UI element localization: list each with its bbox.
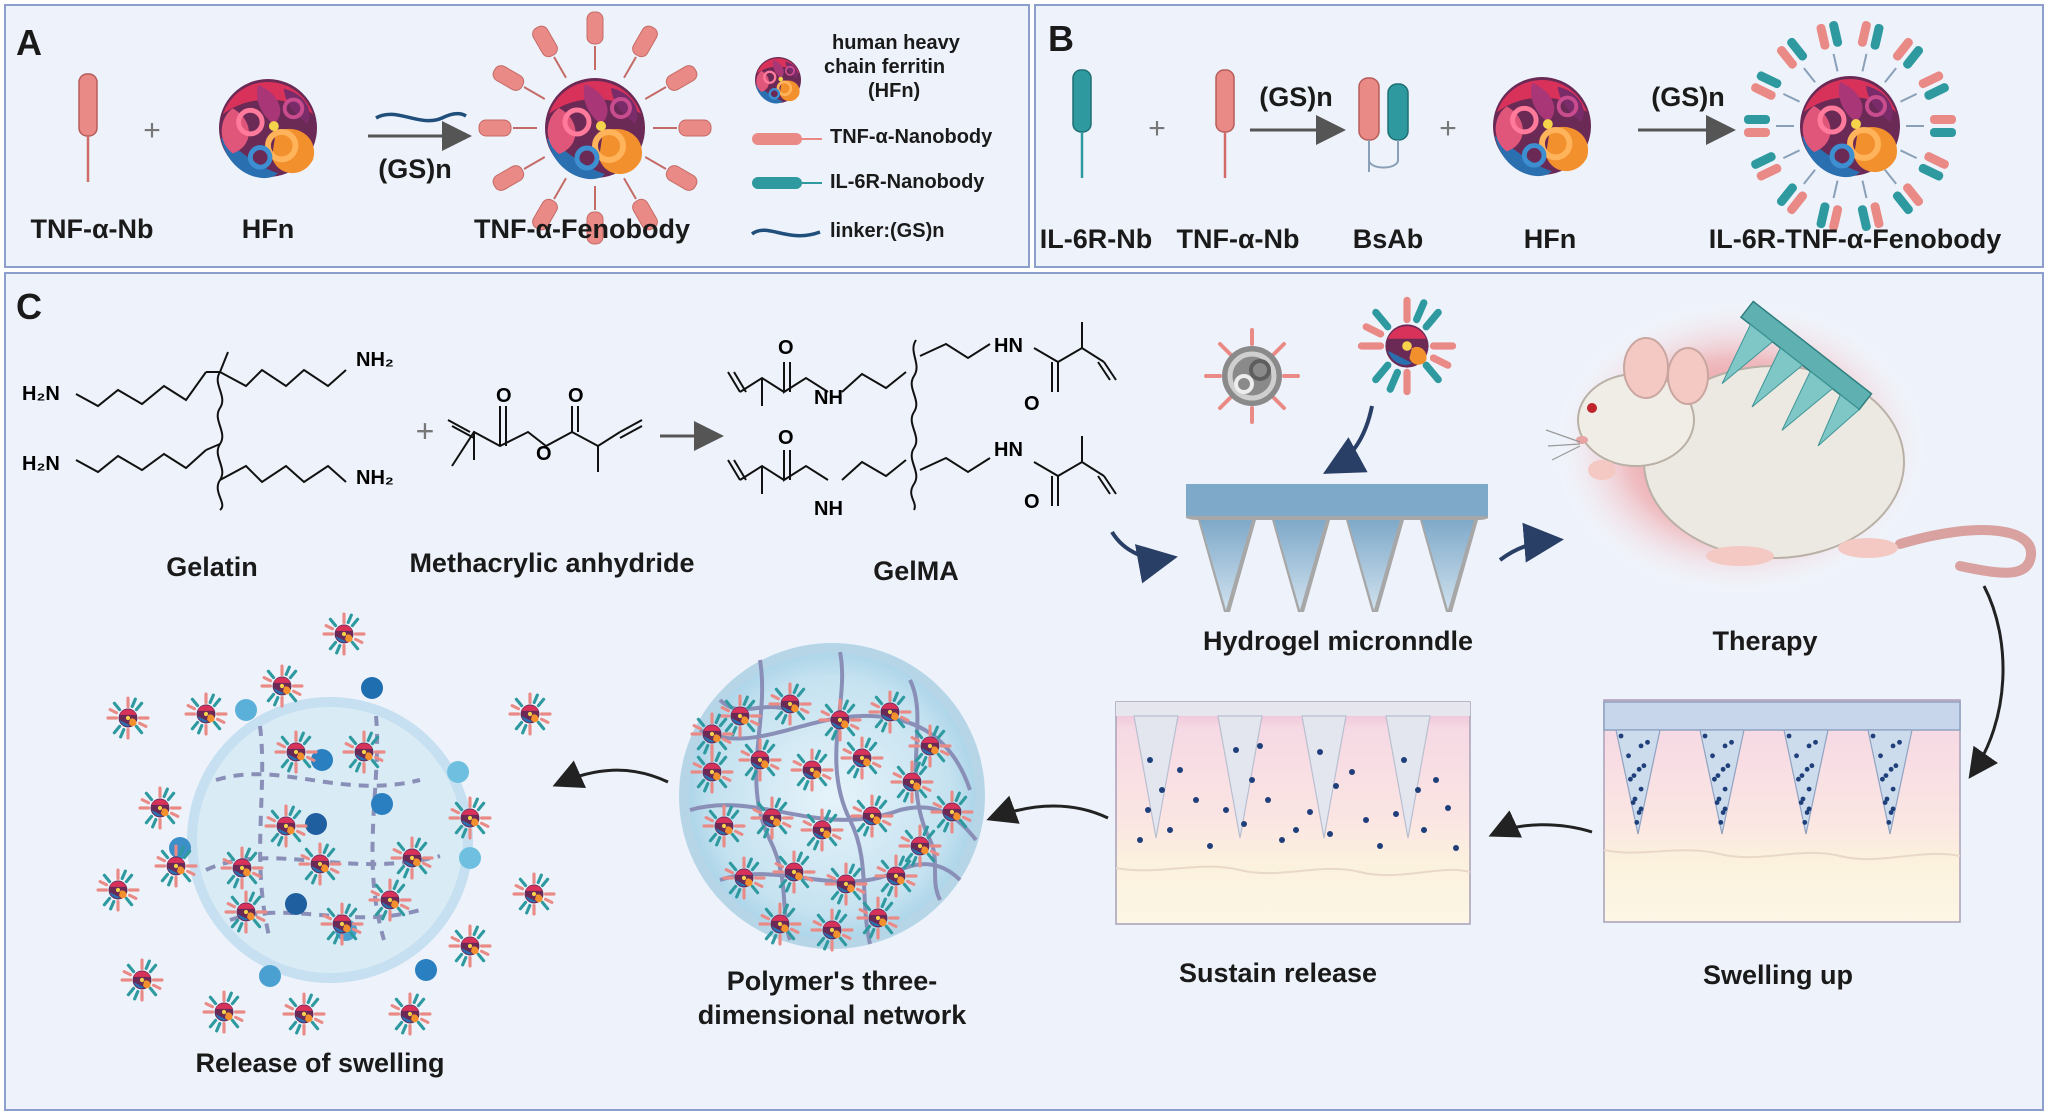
hn-upper: HN	[994, 335, 1023, 357]
label-tnf-fenobody: TNF-α-Fenobody	[473, 214, 691, 244]
h2n-bottom: H₂N	[22, 453, 60, 475]
label-tnf-nb-b: TNF-α-Nb	[1176, 224, 1300, 254]
o-gelma-1: O	[778, 337, 794, 359]
h2n-top: H₂N	[22, 383, 60, 405]
legend-linker-text: linker:(GS)n	[830, 220, 945, 242]
label-methacrylic-anhydride: Methacrylic anhydride	[409, 548, 695, 578]
legend-hfn-line1: human heavy	[832, 32, 960, 54]
panel-c-letter: C	[16, 286, 42, 327]
label-therapy: Therapy	[1712, 626, 1818, 656]
arrow-therapy-to-swelling	[1968, 585, 2005, 779]
gelatin-structure	[75, 351, 347, 511]
label-gelatin: Gelatin	[166, 552, 258, 582]
hydrogel-microneedle-icon	[1186, 484, 1488, 612]
panel-b-letter: B	[1048, 18, 1074, 59]
label-hydrogel-microneedle: Hydrogel micronndle	[1202, 626, 1474, 656]
arrow-to-microneedle	[1110, 530, 1178, 584]
tnf-nanobody-b-icon	[1215, 69, 1235, 178]
label-hfn-a: HFn	[241, 214, 295, 244]
panel-a-letter: A	[16, 22, 42, 63]
panel-b-drawing: + +	[1072, 20, 1956, 232]
tnf-nanobody-icon	[78, 73, 98, 182]
tnf-fenobody-icon	[478, 11, 712, 245]
panel-a	[4, 4, 1030, 268]
plus-sign-b2: +	[1439, 112, 1457, 145]
label-bispecific-fenobody: IL-6R-TNF-α-Fenobody	[1708, 224, 2002, 254]
nh2-bottom: NH₂	[356, 467, 394, 489]
hn-lower: HN	[994, 439, 1023, 461]
nh-upper: NH	[814, 387, 843, 409]
label-network-line1: Polymer's three-	[726, 966, 938, 996]
label-sustain-release: Sustain release	[1178, 958, 1378, 988]
il6r-nanobody-icon	[1072, 69, 1092, 178]
nh2-top: NH₂	[356, 349, 394, 371]
legend-linker-icon	[750, 228, 821, 238]
label-release-of-swelling: Release of swelling	[195, 1048, 445, 1078]
polymer-network-sphere	[679, 643, 985, 950]
swelling-up-illustration	[1603, 699, 1961, 923]
label-tnf-nb: TNF-α-Nb	[30, 214, 154, 244]
arrow-load	[1322, 405, 1374, 474]
label-gs-a: (GS)n	[378, 154, 452, 184]
label-gelma: GelMA	[873, 556, 959, 586]
label-il6r-nb: IL-6R-Nb	[1039, 224, 1153, 254]
label-gs-b2: (GS)n	[1651, 82, 1725, 112]
linker-wave	[375, 111, 467, 123]
o-gelma-4: O	[1024, 491, 1040, 513]
plus-sign-c: +	[416, 413, 435, 449]
fenobody-gray-particle	[1204, 328, 1300, 424]
fenobody-bispecific-particle	[1361, 300, 1452, 391]
arrow-swelling-to-sustain	[1488, 810, 1593, 838]
gelma-structure	[727, 322, 1117, 511]
bispecific-fenobody-icon	[1744, 20, 1956, 232]
legend-il6r-text: IL-6R-Nanobody	[830, 171, 985, 193]
legend-tnf-text: TNF-α-Nanobody	[830, 126, 993, 148]
legend-hfn-line2: chain ferritin	[824, 56, 946, 78]
legend-hfn-line3: (HFn)	[868, 80, 921, 102]
legend-tnf-icon	[752, 133, 822, 145]
bsab-icon	[1358, 77, 1409, 172]
plus-sign-b1: +	[1148, 112, 1166, 145]
nh-lower: NH	[814, 498, 843, 520]
o-2: O	[536, 443, 552, 465]
anhydride-structure	[447, 406, 643, 472]
label-bsab: BsAb	[1352, 224, 1424, 254]
arrow-to-therapy	[1498, 522, 1564, 563]
plus-sign: +	[143, 114, 161, 147]
o-3: O	[568, 385, 584, 407]
sustain-release-illustration	[1115, 701, 1471, 925]
label-gs-b1: (GS)n	[1259, 82, 1333, 112]
hfn-cage-b-icon	[1493, 77, 1591, 176]
legend-il6r-icon	[752, 177, 822, 189]
label-network-line2: dimensional network	[697, 1000, 967, 1030]
release-swelling-sphere	[98, 614, 554, 1034]
panel-a-drawing: +	[78, 11, 822, 245]
o-gelma-3: O	[1024, 393, 1040, 415]
hfn-cage-icon	[219, 79, 317, 178]
arrow-network-to-release	[552, 760, 669, 788]
o-gelma-2: O	[778, 427, 794, 449]
rat-illustration	[1545, 298, 2037, 598]
label-swelling-up: Swelling up	[1702, 960, 1854, 990]
arrow-sustain-to-network	[986, 795, 1109, 824]
o-1: O	[496, 385, 512, 407]
legend-hfn-icon	[753, 55, 803, 105]
label-hfn-b: HFn	[1523, 224, 1577, 254]
